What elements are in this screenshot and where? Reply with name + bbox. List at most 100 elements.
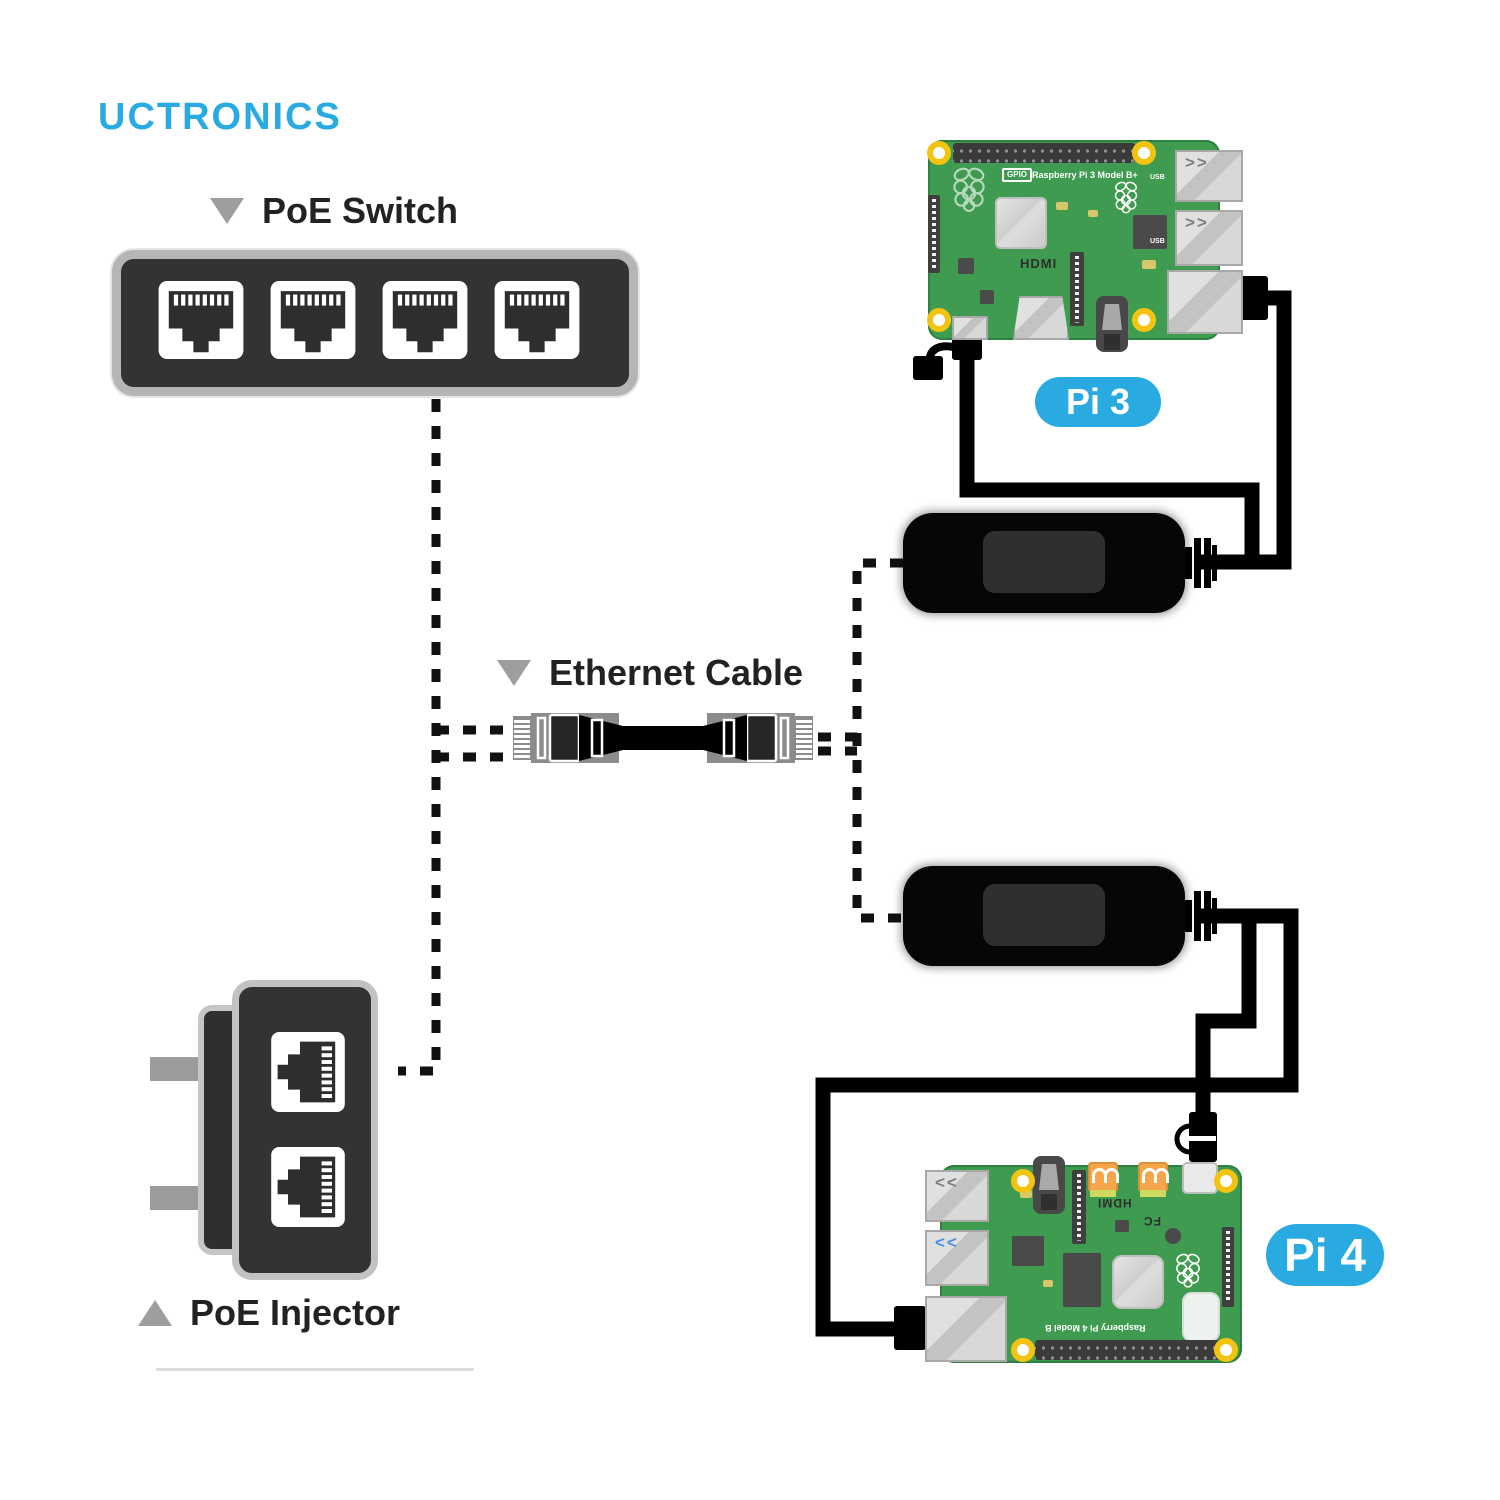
pi4-camera-connector	[1072, 1170, 1086, 1244]
pi4-badge: Pi 4	[1266, 1224, 1384, 1286]
splitter-label-panel	[983, 884, 1105, 946]
pi4-component	[1165, 1228, 1181, 1244]
raspberry-logo-icon	[1111, 180, 1141, 214]
pi4-hdmi-silkscreen: HDMI	[1097, 1196, 1132, 1210]
rj45-port-icon	[382, 281, 468, 359]
poe-splitter-bottom	[896, 866, 1217, 966]
pi4-display-connector	[1222, 1227, 1234, 1307]
mounting-hole	[1011, 1338, 1035, 1362]
mounting-hole	[1132, 308, 1156, 332]
triangle-up-icon	[138, 1300, 172, 1326]
pi4-plug-ring-gap	[1180, 1136, 1216, 1141]
rj45-port-icon	[494, 281, 580, 359]
pi4-badge-text: Pi 4	[1284, 1229, 1366, 1281]
pi3-camera-connector	[1070, 252, 1084, 326]
pi4-usbc-port	[1182, 1162, 1218, 1194]
divider-line	[156, 1368, 474, 1371]
rj45-plug-right-icon	[703, 711, 813, 765]
mounting-hole	[927, 308, 951, 332]
splitter-input-end	[896, 526, 907, 600]
pi4-fcc-mark: FC	[1143, 1214, 1161, 1228]
pi3-component	[958, 258, 974, 274]
pi3-component	[1088, 210, 1098, 217]
pi3-hdmi-silkscreen: HDMI	[1020, 256, 1058, 271]
pi3-gpio-header	[953, 143, 1135, 163]
triangle-down-icon	[497, 660, 531, 686]
pi4-gpio-header	[1035, 1340, 1220, 1360]
splitter-dc-tip	[1185, 891, 1217, 941]
pi4-component	[1020, 1190, 1032, 1198]
raspberry-silkscreen-icon	[948, 166, 990, 212]
poe-injector	[232, 980, 378, 1280]
ac-prong-bottom	[150, 1186, 206, 1210]
poe-splitter-top	[896, 513, 1217, 613]
raspberry-pi3-board: >> >> GPIO Raspberry Pi 3 Model B+ USB U…	[927, 140, 1246, 352]
pi4-av-jack	[1033, 1156, 1065, 1214]
pi3-lan-chip	[1133, 215, 1167, 249]
pi3-power-pigtail	[925, 342, 954, 363]
pi3-usb-label-top: USB	[1150, 174, 1165, 181]
pi4-power-cable	[1195, 916, 1257, 1120]
rj45-port-icon	[264, 1147, 352, 1227]
triangle-down-icon	[210, 198, 244, 224]
pi3-badge-text: Pi 3	[1065, 381, 1131, 422]
mounting-hole	[1214, 1338, 1238, 1362]
pi3-hdmi-port	[1013, 296, 1069, 340]
pi4-ethernet-plug	[894, 1306, 926, 1350]
pi4-micro-hdmi-port-1	[1088, 1162, 1119, 1197]
pi3-soc-chip	[995, 197, 1047, 249]
dashed-line-cable-to-splitters	[852, 558, 903, 923]
pi3-model-text: Raspberry Pi 3 Model B+	[1032, 170, 1138, 180]
dashed-line-switch-to-injector	[398, 399, 441, 1076]
pi3-pigtail-connector	[913, 356, 943, 380]
pi3-ethernet-port	[1167, 270, 1243, 334]
pi3-component	[980, 290, 994, 304]
mounting-hole	[1132, 141, 1156, 165]
poe-injector-label-text: PoE Injector	[190, 1292, 401, 1333]
ethernet-cable-label: Ethernet Cable	[497, 652, 803, 694]
pi3-usb-port-bottom: >>	[1175, 210, 1243, 266]
pi3-usb-port-top: >>	[1175, 150, 1243, 202]
ac-prong-top	[150, 1057, 206, 1081]
poe-switch-label: PoE Switch	[210, 190, 458, 232]
pi3-usb-label-bottom: USB	[1150, 238, 1165, 245]
mounting-hole	[1214, 1169, 1238, 1193]
raspberry-logo-icon	[1172, 1250, 1204, 1290]
splitter-label-panel	[983, 531, 1105, 593]
pi4-component	[1115, 1220, 1129, 1232]
rj45-port-icon	[264, 1032, 352, 1112]
pi4-usb3-port: <<	[925, 1230, 989, 1286]
pi4-chip	[1063, 1253, 1101, 1307]
pi4-model-text: Raspberry Pi 4 Model B	[1045, 1323, 1146, 1333]
pi4-soc-chip	[1112, 1255, 1164, 1309]
pi4-micro-hdmi-port-2	[1138, 1162, 1169, 1197]
rj45-plug-left-icon	[513, 711, 623, 765]
ethernet-cable-label-text: Ethernet Cable	[549, 652, 804, 693]
mounting-hole	[927, 141, 951, 165]
pi3-av-jack	[1096, 296, 1128, 352]
pi4-plug-ring	[1174, 1123, 1206, 1155]
mounting-hole	[1011, 1169, 1035, 1193]
poe-switch	[112, 250, 638, 396]
pi3-badge: Pi 3	[1035, 377, 1161, 427]
pi3-gpio-label: GPIO	[1002, 168, 1033, 182]
splitter-dc-tip	[1185, 538, 1217, 588]
ethernet-cable-cord	[613, 726, 713, 750]
poe-injector-label: PoE Injector	[138, 1292, 400, 1334]
raspberry-pi4-board: << << HDMI FC Raspberry Pi 4 Model B	[925, 1150, 1247, 1365]
pi4-component	[1043, 1280, 1053, 1287]
pi3-component	[1142, 260, 1156, 269]
ethernet-cable	[513, 711, 813, 765]
pi3-display-connector	[928, 195, 940, 273]
pi4-chip	[1012, 1236, 1044, 1266]
rj45-port-icon	[270, 281, 356, 359]
poe-switch-label-text: PoE Switch	[262, 190, 459, 231]
pi4-wifi-shield	[1182, 1292, 1220, 1342]
pi3-component	[1056, 202, 1068, 210]
splitter-input-end	[896, 879, 907, 953]
pi3-micro-usb-port	[952, 316, 988, 340]
brand-logo: UCTRONICS	[98, 96, 342, 138]
pi4-usb2-port: <<	[925, 1170, 989, 1222]
rj45-port-icon	[158, 281, 244, 359]
